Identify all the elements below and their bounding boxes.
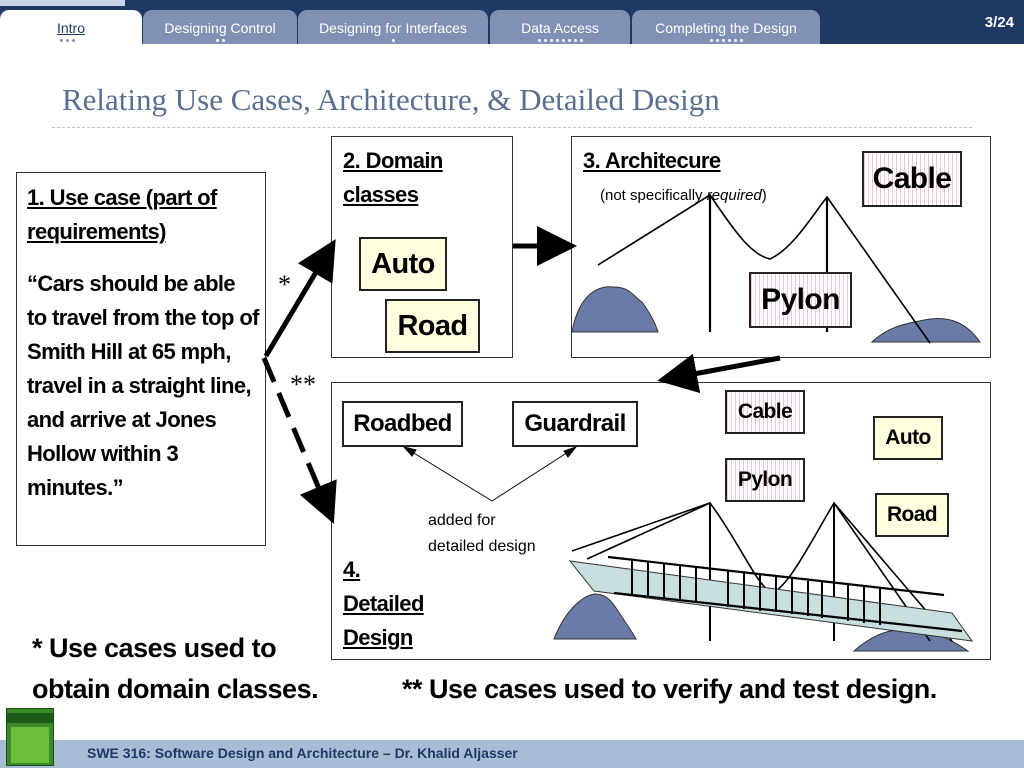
note-suffix: ) bbox=[761, 187, 767, 204]
added-note-line2: detailed design bbox=[428, 538, 536, 555]
use-case-quote: “Cars should be able to travel from the … bbox=[27, 271, 259, 500]
domain-classes-heading-line1: 2. Domain bbox=[343, 148, 443, 173]
class-pylon: Pylon bbox=[749, 272, 852, 328]
domain-classes-heading-line2: classes bbox=[343, 182, 419, 207]
guardrail-lines bbox=[607, 555, 963, 633]
note-prefix: (not specifically bbox=[600, 187, 707, 204]
tab-progress-dots bbox=[632, 36, 820, 42]
tab-designing-control[interactable]: Designing Control bbox=[143, 10, 297, 44]
book-cover-thumbnail bbox=[6, 708, 54, 766]
class-auto: Auto bbox=[359, 237, 447, 291]
double-star-note: ** Use cases used to verify and test des… bbox=[402, 674, 937, 704]
use-case-heading: 1. Use case (part of requirements) bbox=[27, 185, 217, 244]
tab-designing-for-interfaces[interactable]: Designing for Interfaces bbox=[298, 10, 488, 44]
right-hill-shape bbox=[870, 318, 981, 343]
tab-label: Intro bbox=[56, 20, 85, 36]
class-cable-detailed: Cable bbox=[725, 390, 805, 434]
tab-data-access[interactable]: Data Access bbox=[490, 10, 630, 44]
footer-course-title: SWE 316: Software Design and Architectur… bbox=[87, 745, 518, 761]
architecture-box: 3. Architecure (not specifically require… bbox=[571, 136, 991, 358]
left-hill-shape bbox=[572, 286, 659, 333]
single-star-note-line1: * Use cases used to bbox=[32, 633, 277, 663]
footer-bar bbox=[0, 740, 1024, 768]
single-star-note-line2: obtain domain classes. bbox=[32, 674, 319, 704]
tab-progress-dots bbox=[298, 36, 488, 42]
architecture-heading: 3. Architecure bbox=[583, 148, 721, 173]
double-star-marker: ** bbox=[290, 370, 316, 399]
domain-classes-box: 2. Domain classes Auto Road bbox=[331, 136, 513, 358]
tab-label: Designing for Interfaces bbox=[319, 20, 467, 36]
usecase-to-domain-arrow bbox=[263, 239, 336, 358]
left-hill-shape bbox=[553, 593, 637, 640]
class-guardrail: Guardrail bbox=[512, 401, 638, 447]
single-star-marker: * bbox=[278, 270, 291, 299]
tab-label: Data Access bbox=[521, 20, 599, 36]
detailed-design-heading-line1: 4. bbox=[343, 557, 361, 582]
architecture-to-design-arrow bbox=[657, 353, 781, 394]
class-road: Road bbox=[385, 299, 480, 353]
detailed-design-box: Roadbed Guardrail Cable Pylon Auto Road … bbox=[331, 382, 991, 660]
class-pylon-detailed: Pylon bbox=[725, 458, 805, 502]
thumbnail-stripe bbox=[7, 713, 53, 723]
class-cable: Cable bbox=[862, 151, 962, 207]
added-design-arrows bbox=[402, 445, 578, 502]
title-divider bbox=[52, 127, 972, 128]
usecase-to-design-arrow bbox=[261, 357, 337, 524]
slide-title: Relating Use Cases, Architecture, & Deta… bbox=[62, 82, 720, 117]
tab-intro[interactable]: Intro bbox=[0, 10, 142, 44]
bridge-detailed-sketch bbox=[402, 445, 974, 652]
bridge-architecture-sketch bbox=[572, 193, 981, 344]
page-number: 3/24 bbox=[984, 14, 1014, 31]
suspension-cable-line bbox=[597, 193, 931, 344]
architecture-note: (not specifically required) bbox=[600, 187, 767, 204]
detailed-design-heading-line3: Design bbox=[343, 625, 413, 650]
added-note-line1: added for bbox=[428, 512, 496, 529]
detailed-design-heading-line2: Detailed bbox=[343, 591, 424, 616]
tab-label: Completing the Design bbox=[655, 20, 797, 36]
class-auto-detailed: Auto bbox=[873, 416, 943, 460]
tab-completing-the-design[interactable]: Completing the Design bbox=[632, 10, 820, 44]
class-roadbed: Roadbed bbox=[342, 401, 463, 447]
tab-progress-dots bbox=[490, 36, 630, 42]
note-italic: required bbox=[706, 187, 762, 204]
added-for-note: added for detailed design bbox=[428, 508, 536, 560]
tab-label: Designing Control bbox=[164, 20, 276, 36]
tab-progress-dots bbox=[0, 36, 142, 42]
hanger-lines bbox=[631, 560, 881, 625]
nav-accent-strip bbox=[0, 0, 125, 6]
class-road-detailed: Road bbox=[875, 493, 949, 537]
tab-progress-dots bbox=[143, 36, 297, 42]
use-case-box: 1. Use case (part of requirements) “Cars… bbox=[16, 172, 266, 546]
thumbnail-art bbox=[11, 727, 49, 763]
